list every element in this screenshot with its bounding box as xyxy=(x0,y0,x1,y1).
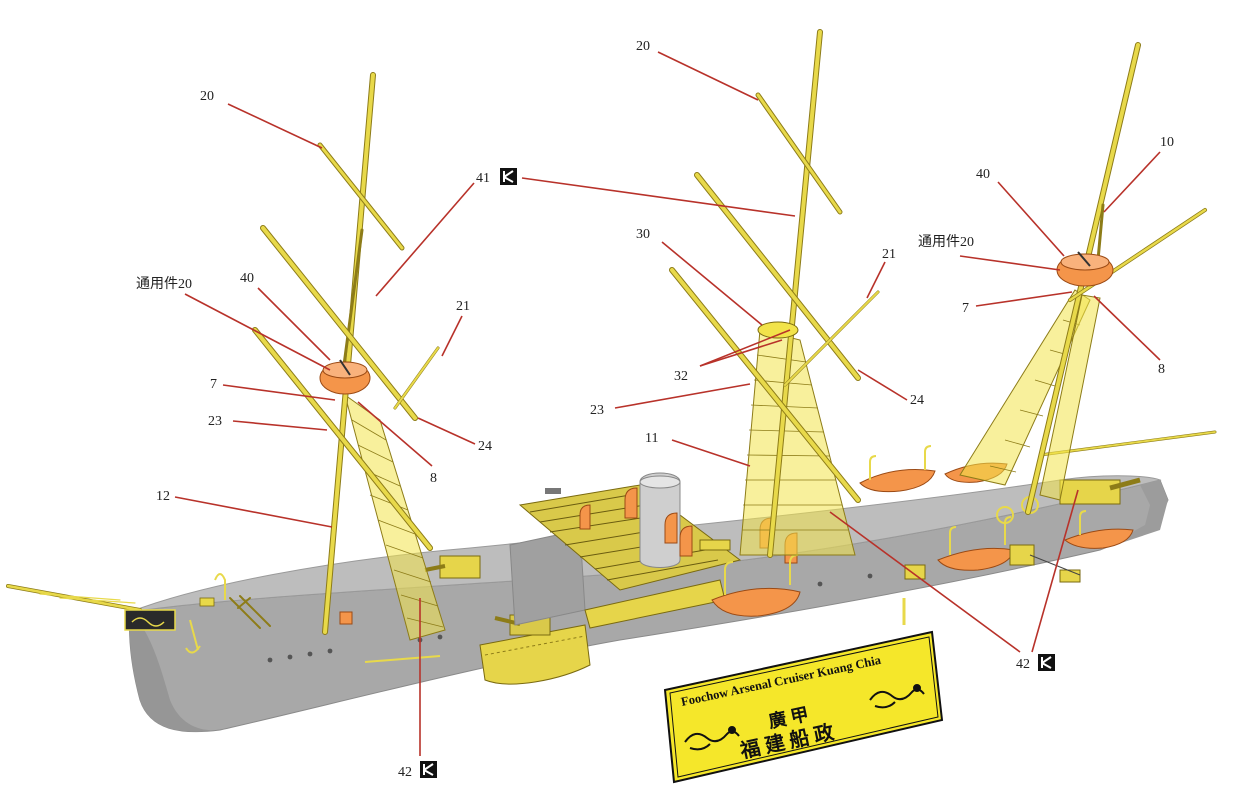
callout-32: 32 xyxy=(674,369,688,384)
kit-badge-icon xyxy=(500,168,517,185)
main-mast xyxy=(672,32,878,555)
callout-40-mizzen: 40 xyxy=(976,167,990,182)
callout-24-main: 24 xyxy=(910,393,924,408)
porthole xyxy=(288,655,293,660)
callout-8-mizzen: 8 xyxy=(1158,362,1165,377)
callout-21-fore: 21 xyxy=(456,299,470,314)
callout-23-main: 23 xyxy=(590,403,604,418)
lifeboat xyxy=(860,470,935,492)
callout-20-fore-mast: 20 xyxy=(200,89,214,104)
callout-23-fore: 23 xyxy=(208,414,222,429)
bowsprit xyxy=(8,586,140,610)
callout-30: 30 xyxy=(636,227,650,242)
callout-common-20-mizzen: 通用件20 xyxy=(918,234,974,250)
callout-24-fore: 24 xyxy=(478,439,492,454)
callout-10: 10 xyxy=(1160,135,1174,150)
kit-badge-icon xyxy=(1038,654,1055,671)
callout-41: 41 xyxy=(476,171,490,186)
porthole xyxy=(438,635,443,640)
porthole xyxy=(268,658,273,663)
callout-42-aft: 42 xyxy=(1016,657,1030,672)
kit-badge-icon xyxy=(420,761,437,778)
name-plaque: Foochow Arsenal Cruiser Kuang Chia 廣 甲 福… xyxy=(665,632,942,782)
main-shrouds xyxy=(740,330,855,555)
callout-7-mizzen: 7 xyxy=(962,301,969,316)
callout-20-main-mast: 20 xyxy=(636,39,650,54)
callout-42-fore: 42 xyxy=(398,765,412,780)
callout-12: 12 xyxy=(156,489,170,504)
fore-mast xyxy=(255,75,445,640)
callout-7-fore: 7 xyxy=(210,377,217,392)
callout-21-main: 21 xyxy=(882,247,896,262)
callout-8-fore: 8 xyxy=(430,471,437,486)
callout-40-fore: 40 xyxy=(240,271,254,286)
callout-11: 11 xyxy=(645,431,658,446)
mizzen-mast xyxy=(960,45,1205,512)
porthole xyxy=(308,652,313,657)
callout-common-20-fore: 通用件20 xyxy=(136,276,192,292)
porthole xyxy=(328,649,333,654)
porthole xyxy=(818,582,823,587)
porthole xyxy=(868,574,873,579)
